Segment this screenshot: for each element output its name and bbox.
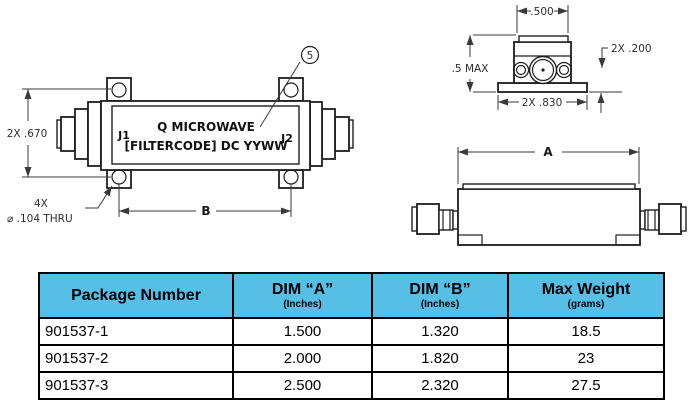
header-main: Max Weight	[541, 281, 631, 298]
dim-830: 2X .830	[497, 95, 588, 110]
table-row: 901537-3 2.500 2.320 27.5	[38, 371, 665, 400]
brand-marking-line2: [FILTERCODE] DC YYWW	[124, 139, 287, 153]
package-number-cell: 901537-3	[38, 371, 234, 400]
front-view: J1 J2 Q MICROWAVE [FILTERCODE] DC YYWW 5…	[7, 45, 354, 225]
col-header-max-weight: Max Weight (grams)	[507, 272, 665, 319]
side-foot	[457, 234, 483, 246]
dim-a-text: A	[543, 145, 553, 159]
port-label-j2: J2	[280, 132, 293, 145]
side-foot	[615, 234, 641, 246]
dim-200-text: 2X .200	[611, 43, 652, 55]
header-main: Package Number	[71, 287, 201, 304]
dim-5max-text: .5 MAX	[452, 63, 489, 75]
hole-note-line1: 4X	[34, 198, 48, 210]
technical-drawing: J1 J2 Q MICROWAVE [FILTERCODE] DC YYWW 5…	[7, 5, 687, 246]
dim-a: A	[457, 145, 640, 184]
side-body	[457, 188, 641, 246]
balloon-number: 5	[307, 50, 314, 62]
label-plate	[111, 105, 300, 165]
side-connector-left	[411, 203, 459, 235]
header-sub: (Inches)	[420, 299, 460, 310]
dim-a-cell: 2.000	[232, 344, 373, 373]
connector-j1	[56, 101, 102, 167]
end-view: .500 .5 MAX 2X .200 2X .830	[452, 5, 652, 113]
dim-b-text: B	[201, 204, 210, 218]
weight-cell: 18.5	[507, 317, 665, 346]
table-row: 901537-1 1.500 1.320 18.5	[38, 317, 665, 346]
mounting-hole	[111, 82, 127, 98]
table-header-row: Package Number DIM “A” (Inches) DIM “B” …	[38, 272, 665, 319]
center-pin	[541, 68, 545, 72]
header-main: DIM “B”	[409, 281, 471, 298]
table-row: 901537-2 2.000 1.820 23	[38, 344, 665, 373]
dim-670: 2X .670	[7, 88, 111, 178]
base-flange	[497, 82, 588, 93]
weight-cell: 27.5	[507, 371, 665, 400]
side-view: A	[411, 145, 687, 246]
dim-200: 2X .200	[589, 43, 652, 113]
dim-5max: .5 MAX	[452, 34, 516, 93]
header-sub: (Inches)	[283, 299, 322, 310]
hole-note-line2: ⌀ .104 THRU	[7, 213, 73, 225]
port-label-j1: J1	[117, 129, 130, 142]
dim-670-text: 2X .670	[7, 128, 48, 140]
dim-b-cell: 2.320	[371, 371, 509, 400]
brand-marking-line1: Q MICROWAVE	[157, 120, 255, 134]
side-connector-right	[639, 203, 687, 235]
dim-a-cell: 1.500	[232, 317, 373, 346]
mounting-hole	[283, 82, 299, 98]
package-number-cell: 901537-1	[38, 317, 234, 346]
package-number-cell: 901537-2	[38, 344, 234, 373]
col-header-dim-b: DIM “B” (Inches)	[371, 272, 509, 319]
dim-b: B	[118, 184, 292, 218]
col-header-package-number: Package Number	[38, 272, 234, 319]
header-main: DIM “A”	[271, 281, 334, 298]
dim-b-cell: 1.820	[371, 344, 509, 373]
weight-cell: 23	[507, 344, 665, 373]
top-cap	[518, 35, 569, 43]
hole-note: 4X ⌀ .104 THRU	[7, 185, 113, 225]
dim-b-cell: 1.320	[371, 317, 509, 346]
dim-a-cell: 2.500	[232, 371, 373, 400]
package-table: Package Number DIM “A” (Inches) DIM “B” …	[38, 272, 665, 400]
dim-500: .500	[516, 5, 569, 33]
connector-j2	[309, 101, 354, 167]
header-sub: (grams)	[567, 299, 605, 310]
col-header-dim-a: DIM “A” (Inches)	[232, 272, 373, 319]
dim-830-text: 2X .830	[522, 97, 563, 109]
dim-500-text: .500	[530, 6, 553, 18]
balloon-callout-5: 5	[259, 45, 320, 128]
side-lid	[462, 183, 636, 190]
connector-face	[512, 55, 573, 85]
